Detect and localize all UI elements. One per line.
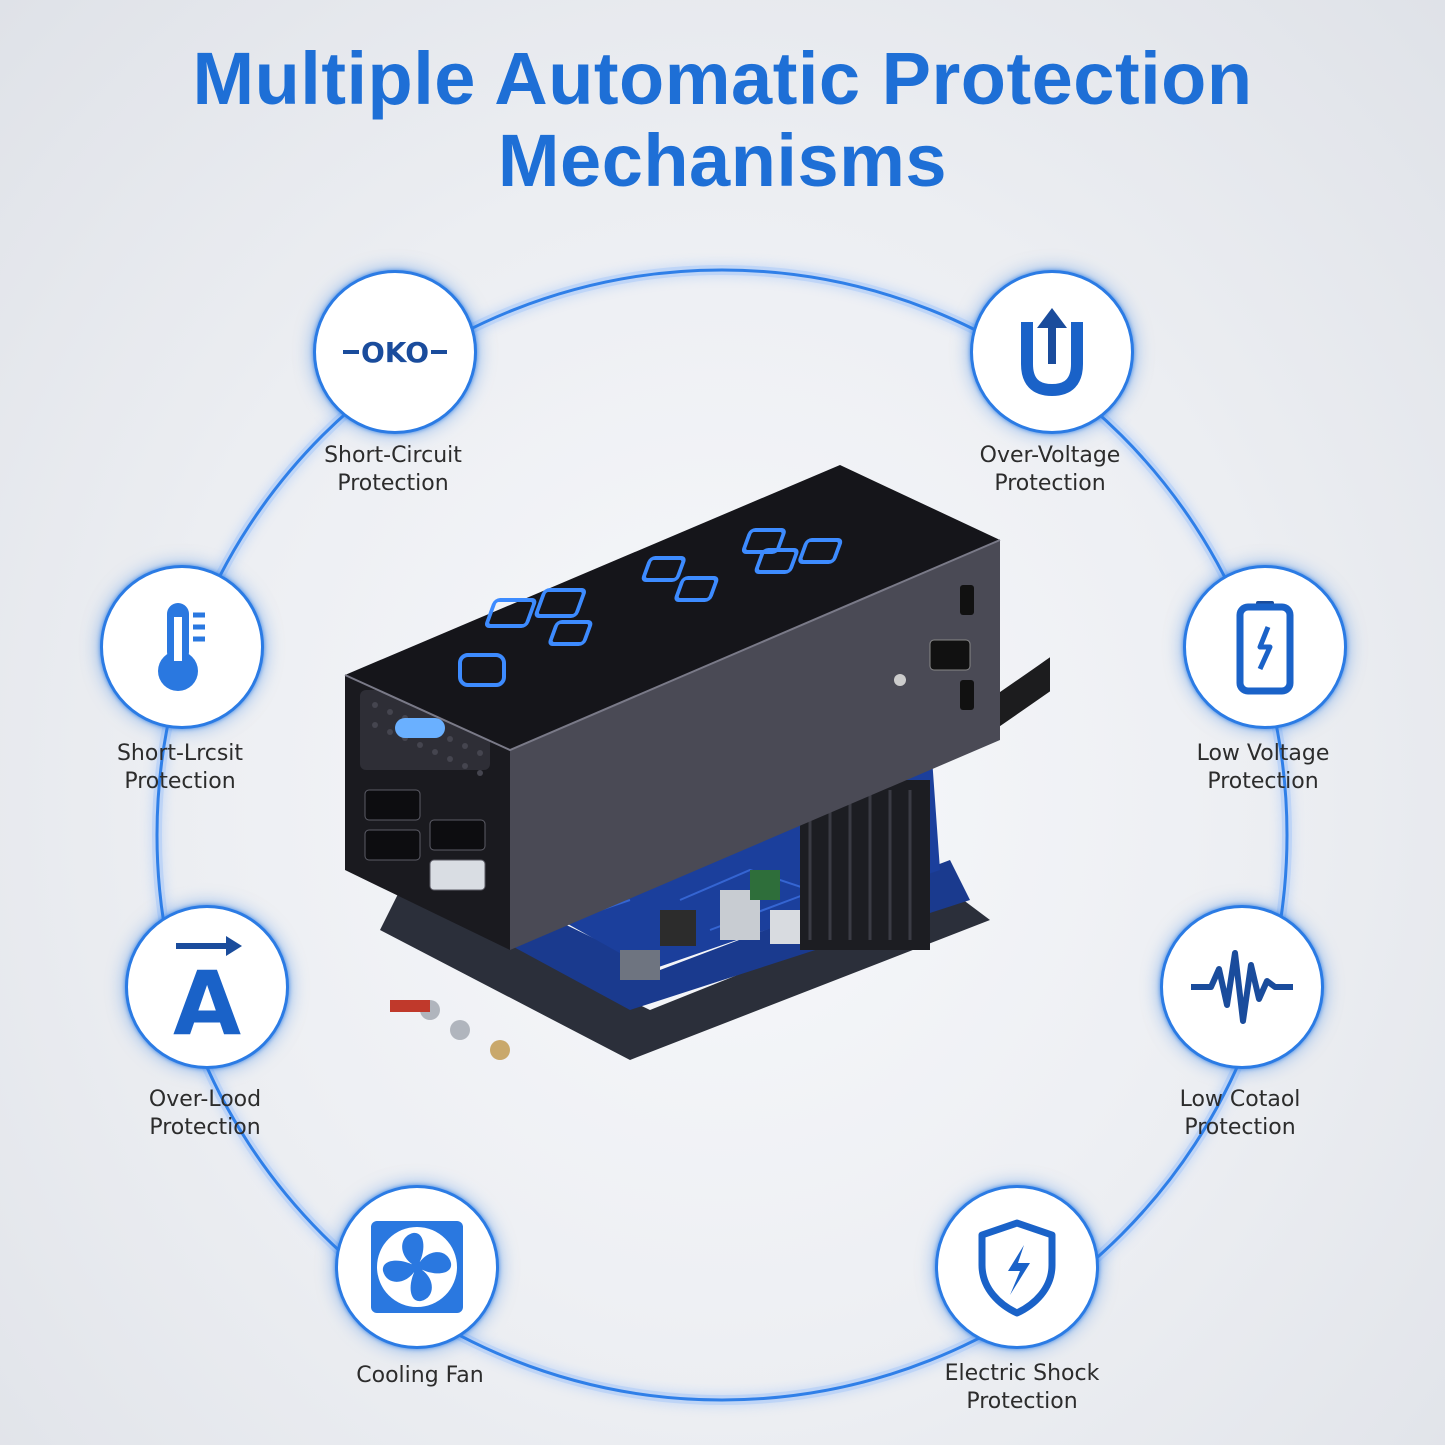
label-line-2: Protection: [1207, 769, 1319, 794]
label-line-1: Low Voltage: [1196, 741, 1330, 766]
label-line-1: Short-Lrcsit: [116, 741, 244, 766]
battery-icon: [1236, 601, 1294, 695]
badge-electric-shock: [935, 1185, 1099, 1349]
label-line-1: Low Cotaol: [1179, 1087, 1301, 1112]
badge-low-control: [1160, 905, 1324, 1069]
title-line-1: Multiple Automatic Protection: [192, 37, 1253, 120]
page-title: Multiple Automatic Protection Mechanisms: [0, 38, 1445, 202]
label-cooling-fan: Cooling Fan: [300, 1362, 540, 1390]
label-line-1: Short-Circuit: [324, 443, 462, 468]
label-line-1: Over-Voltage: [979, 443, 1121, 468]
label-low-control: Low Cotaol Protection: [1120, 1086, 1360, 1142]
label-over-load: Over-Lood Protection: [85, 1086, 325, 1142]
oko-icon: OKO: [343, 336, 447, 369]
svg-text:A: A: [173, 952, 241, 1042]
shield-bolt-icon: [978, 1219, 1056, 1317]
label-line-1: Over-Lood: [148, 1087, 262, 1112]
badge-over-load: A: [125, 905, 289, 1069]
svg-text:OKO: OKO: [361, 336, 429, 369]
label-line-2: Protection: [124, 769, 236, 794]
label-line-2: Protection: [1184, 1115, 1296, 1140]
label-line-2: Protection: [966, 1389, 1078, 1414]
label-temperature: Short-Lrcsit Protection: [60, 740, 300, 796]
thermometer-icon: [158, 603, 205, 691]
label-short-circuit: Short-Circuit Protection: [273, 442, 513, 498]
badge-low-voltage: [1183, 565, 1347, 729]
title-line-2: Mechanisms: [497, 119, 948, 202]
label-line-1: Cooling Fan: [356, 1363, 484, 1388]
badge-cooling-fan: [335, 1185, 499, 1349]
label-line-2: Protection: [994, 471, 1106, 496]
label-line-2: Protection: [149, 1115, 261, 1140]
inverter-device-image: [344, 465, 1050, 1060]
badge-over-voltage: [970, 270, 1134, 434]
fan-icon: [371, 1221, 463, 1313]
label-over-voltage: Over-Voltage Protection: [930, 442, 1170, 498]
label-line-1: Electric Shock: [944, 1361, 1100, 1386]
label-line-2: Protection: [337, 471, 449, 496]
badge-temperature: [100, 565, 264, 729]
badge-short-circuit: OKO: [313, 270, 477, 434]
label-low-voltage: Low Voltage Protection: [1143, 740, 1383, 796]
waveform-icon: [1191, 950, 1293, 1024]
label-electric-shock: Electric Shock Protection: [902, 1360, 1142, 1416]
ampere-icon: A: [173, 936, 242, 1042]
upload-arrow-icon: [1021, 308, 1083, 397]
